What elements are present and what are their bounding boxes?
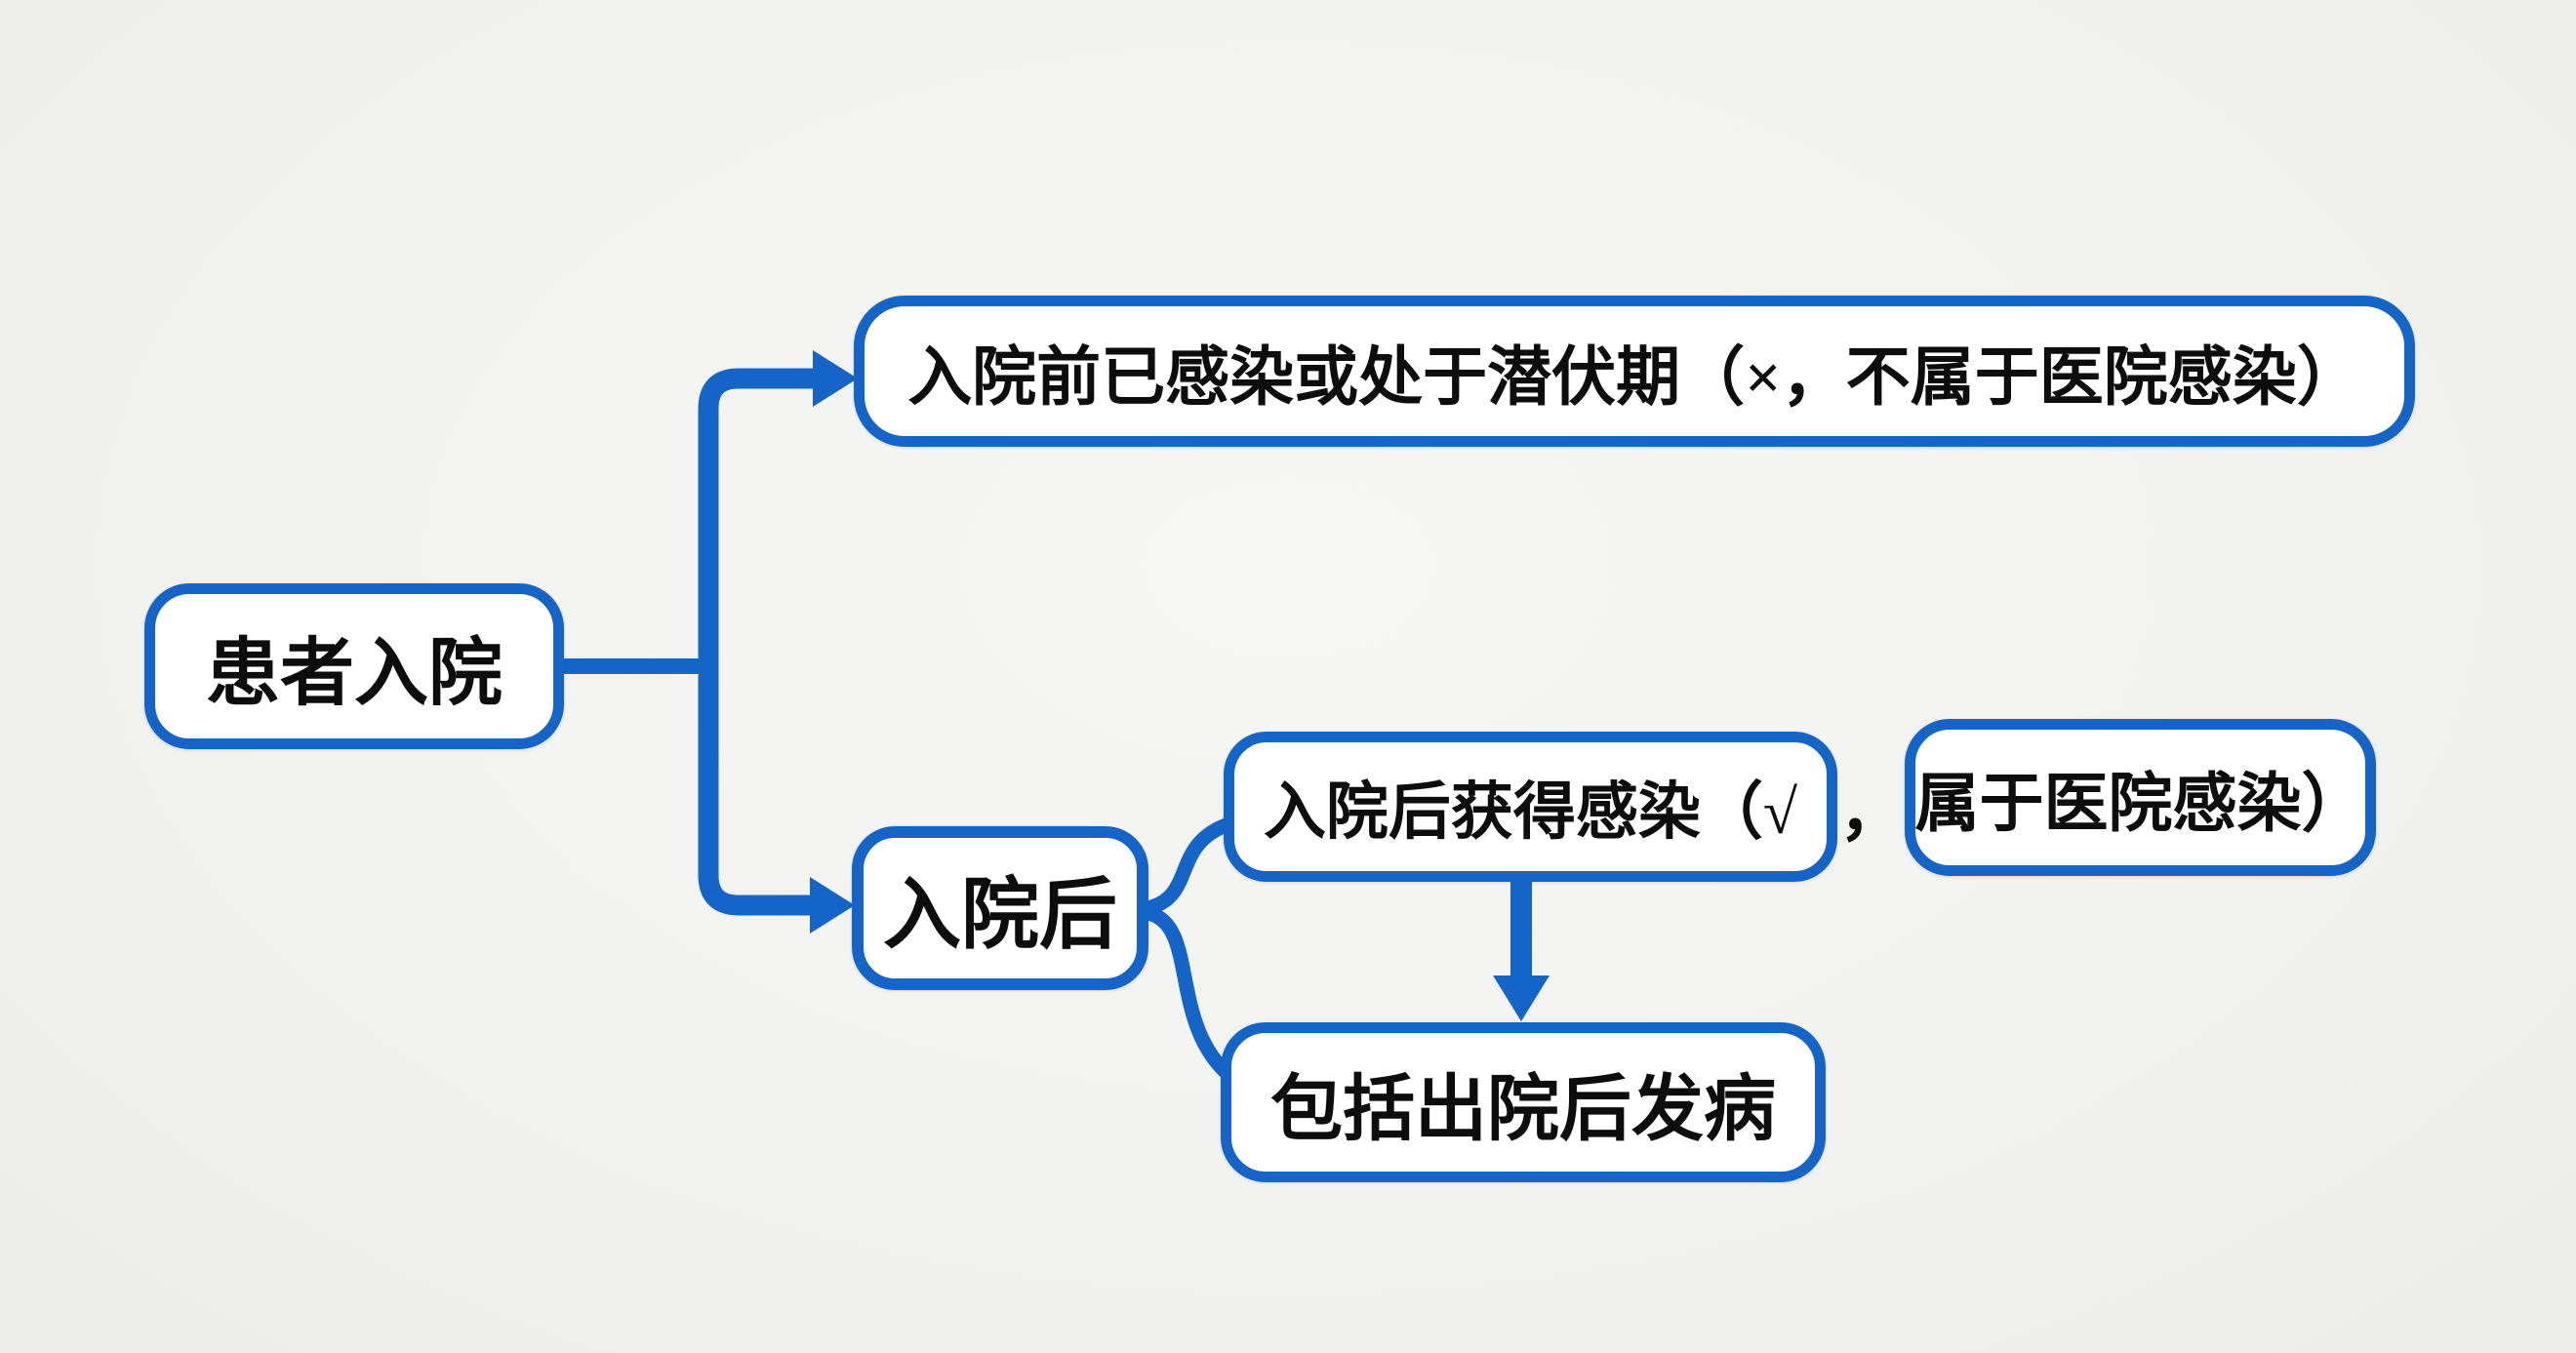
arrowhead-to-post-admission-icon	[810, 877, 855, 934]
node-post-admission-infection-label: 入院后获得感染（√	[1263, 777, 1798, 847]
edge-post-to-infection	[1144, 816, 1239, 915]
node-patient-admission-label: 患者入院	[206, 633, 503, 715]
node-post-admission: 入院后	[852, 826, 1148, 990]
node-post-admission-label: 入院后	[883, 873, 1117, 959]
node-pre-admission-infection-label: 入院前已感染或处于潜伏期（×，不属于医院感染）	[907, 341, 2361, 414]
edge-post-to-discharge	[1144, 906, 1239, 1085]
arrowhead-infection-to-discharge-icon	[1493, 975, 1550, 1021]
comma-separator-label: ，	[1839, 777, 1904, 849]
edge-trunk-branches	[698, 368, 825, 916]
node-patient-admission: 患者入院	[144, 583, 564, 749]
comma-separator: ，	[1837, 732, 1906, 882]
arrowhead-to-pre-admission-icon	[813, 350, 858, 407]
node-pre-admission-infection: 入院前已感染或处于潜伏期（×，不属于医院感染）	[854, 296, 2415, 447]
node-post-admission-infection: 入院后获得感染（√	[1224, 732, 1837, 882]
node-hospital-infection-label: 属于医院感染）	[1914, 768, 2366, 840]
node-discharge-onset-label: 包括出院后发病	[1270, 1069, 1776, 1150]
node-hospital-infection: 属于医院感染）	[1905, 719, 2376, 876]
node-discharge-onset: 包括出院后发病	[1221, 1022, 1826, 1182]
